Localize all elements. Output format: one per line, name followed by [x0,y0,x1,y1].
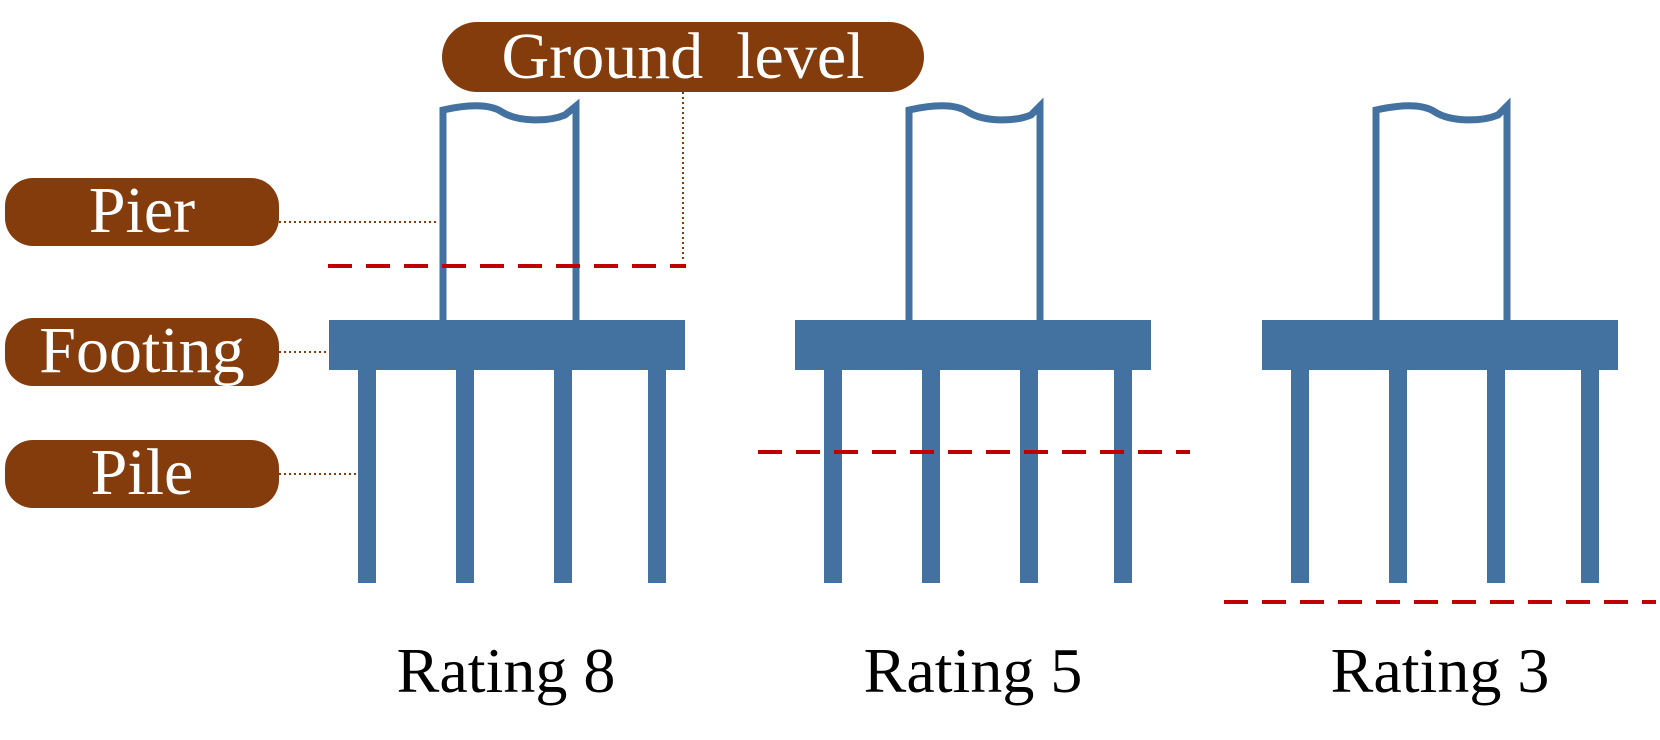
pile [554,370,572,583]
pile [824,370,842,583]
pile [1114,370,1132,583]
pile [358,370,376,583]
pier-label: Pier [89,174,195,247]
pier [439,98,580,320]
rating-caption-8: Rating 8 [397,635,616,706]
pier [905,97,1044,320]
ground-level-label: Ground level [502,20,865,93]
pile [1389,370,1407,583]
footing [329,320,685,370]
bridge-structure-rating-8 [329,98,685,583]
pile [922,370,940,583]
pile [1487,370,1505,583]
rating-caption-5: Rating 5 [864,635,1083,706]
pile [456,370,474,583]
bridge-structure-rating-5 [795,97,1151,583]
pile-callout: Pile [5,436,358,509]
pier-label-box [5,178,279,246]
pile [1581,370,1599,583]
pile [1020,370,1038,583]
bridge-structure-rating-3 [1262,97,1618,583]
pile-label-box [5,440,279,508]
ground-level-callout: Ground level [442,20,924,262]
footing [1262,320,1618,370]
pier-callout: Pier [5,174,438,247]
pile [1291,370,1309,583]
pier [1372,97,1511,320]
pile-label: Pile [91,436,194,509]
footing [795,320,1151,370]
footing-label: Footing [39,314,244,387]
rating-caption-3: Rating 3 [1331,635,1550,706]
pile [648,370,666,583]
ground-level-label-box [442,22,924,92]
footing-callout: Footing [5,314,328,387]
footing-label-box [5,318,279,386]
